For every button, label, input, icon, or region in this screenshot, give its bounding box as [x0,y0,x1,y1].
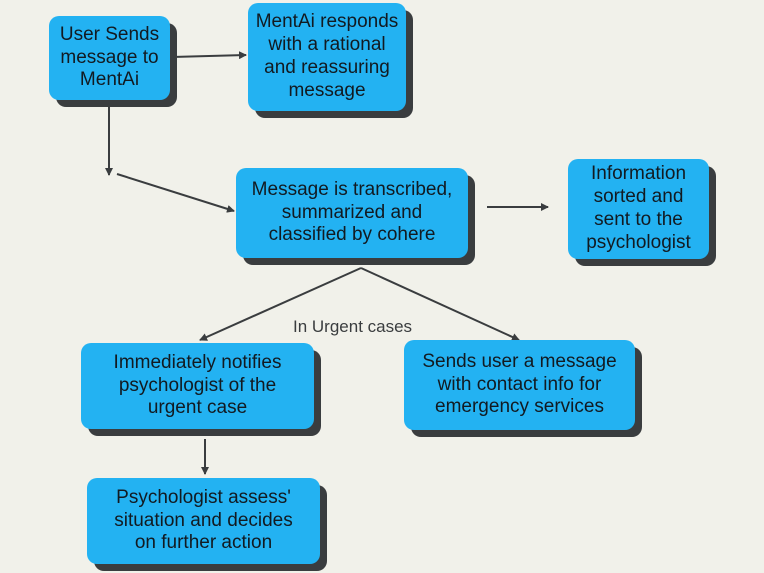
node-psychologist-assess: Psychologist assess' situation and decid… [87,478,320,564]
edge-label-urgent-cases: In Urgent cases [293,317,413,336]
node-notifies-psychologist: Immediately notifies psychologist of the… [81,343,314,429]
edge-transcribe-to-sends [360,267,520,341]
node-mentai-responds: MentAi responds with a rational and reas… [248,3,406,111]
node-message-transcribed: Message is transcribed, summarized and c… [236,168,468,258]
node-information-sorted: Information sorted and sent to the psych… [568,159,709,259]
edge-user-to-respond [171,51,247,60]
edge-transcribe-to-notify [199,267,362,341]
edge-to-transcribe [116,173,235,213]
node-user-sends-message: User Sends message to MentAi [49,16,170,100]
node-sends-emergency-contact: Sends user a message with contact info f… [404,340,635,430]
